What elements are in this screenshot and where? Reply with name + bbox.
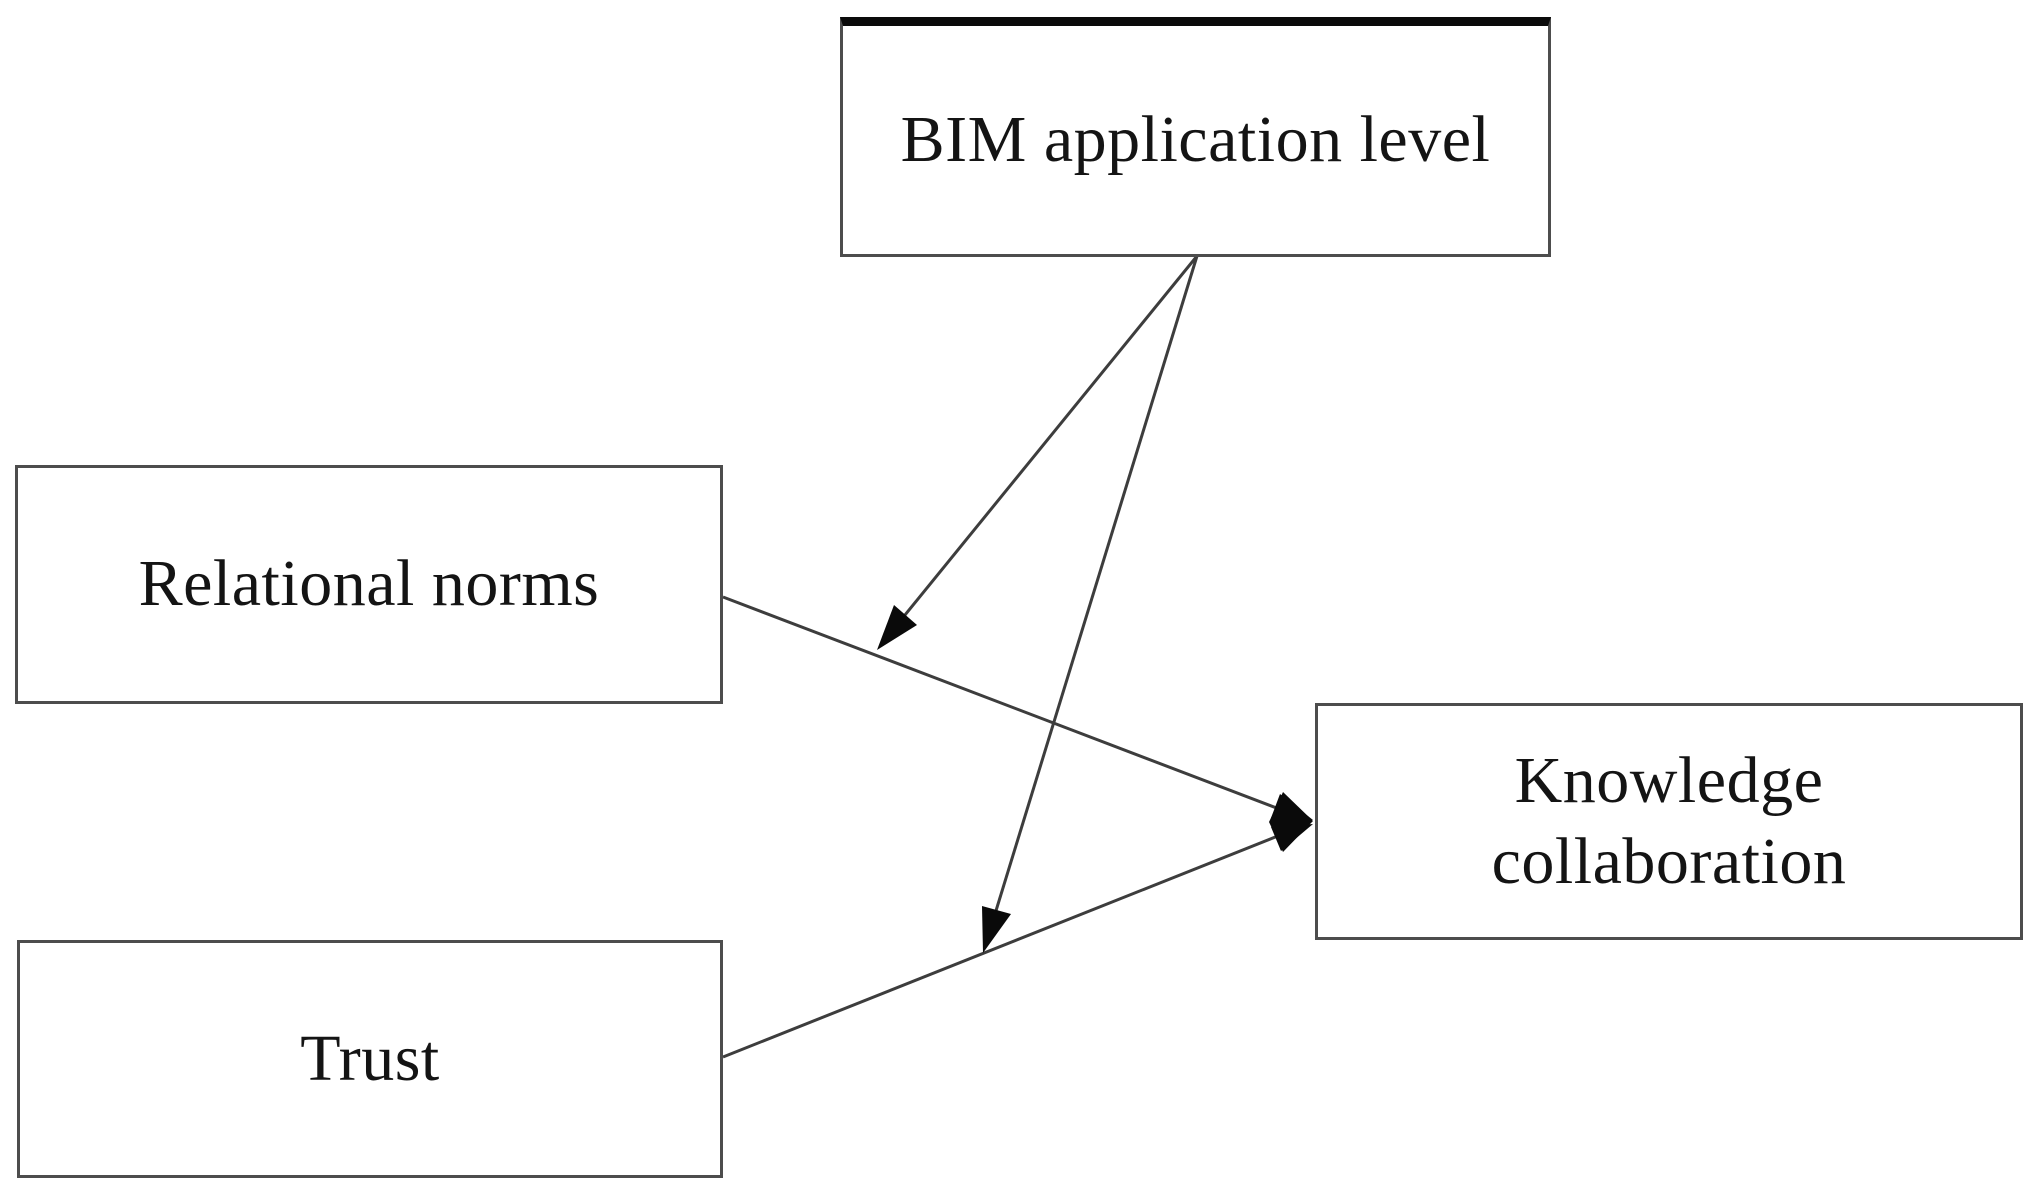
edge-knowledge-arrowhead-upper-icon bbox=[1271, 794, 1313, 820]
node-trust-label: Trust bbox=[300, 1021, 440, 1095]
edge-bim-to-relational-arrowhead-icon bbox=[877, 605, 917, 650]
node-relational-norms-label: Relational norms bbox=[138, 547, 600, 621]
node-bim-application-level-label: BIM application level bbox=[900, 102, 1491, 176]
node-knowledge-collaboration-label: Knowledge collaboration bbox=[1491, 743, 1847, 898]
edge-bim-to-trust-arrowhead-icon bbox=[982, 906, 1011, 953]
node-knowledge-collaboration: Knowledge collaboration bbox=[1315, 703, 2023, 940]
node-relational-norms: Relational norms bbox=[15, 465, 723, 704]
edge-bim-to-trust-line bbox=[985, 255, 1199, 941]
node-trust: Trust bbox=[17, 940, 723, 1178]
node-bim-application-level: BIM application level bbox=[840, 17, 1551, 257]
edge-bim-to-relational-line bbox=[881, 255, 1199, 643]
edge-relational-to-knowledge-line bbox=[722, 595, 1309, 822]
edge-knowledge-arrowhead-lower-icon bbox=[1271, 824, 1313, 851]
edge-knowledge-arrowhead-icon bbox=[1269, 792, 1313, 852]
edge-trust-to-knowledge-line bbox=[722, 822, 1309, 1059]
